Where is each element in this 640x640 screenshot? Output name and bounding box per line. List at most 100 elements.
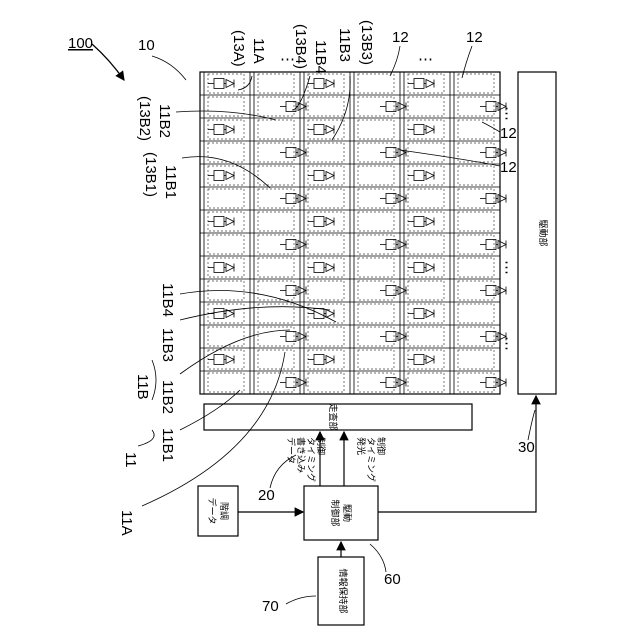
transistor-icon xyxy=(486,240,496,250)
right-dots-3: ⋯ xyxy=(498,336,515,351)
ref-11B1: 11B1 xyxy=(159,428,176,462)
led-icon xyxy=(426,310,434,318)
ref-11B3: 11B3 xyxy=(159,328,176,362)
subpixel-frame xyxy=(258,235,294,254)
figure-number-arrow xyxy=(92,44,124,80)
subpixel-frame xyxy=(458,166,494,185)
subpixel-frame xyxy=(408,373,444,392)
led-icon xyxy=(398,333,406,341)
transistor-icon xyxy=(414,309,424,319)
top-ellipsis-1: ⋯ xyxy=(280,51,295,68)
pixel-grid xyxy=(200,72,506,394)
subpixel-frame xyxy=(258,258,294,277)
transistor-icon xyxy=(214,125,224,135)
subpixel-frame xyxy=(458,350,494,369)
led-icon xyxy=(226,80,234,88)
ref-11B1-top: 11B1 xyxy=(162,165,179,199)
transistor-icon xyxy=(386,332,396,342)
led-icon xyxy=(298,287,306,295)
subpixel-frame xyxy=(308,235,344,254)
transistor-icon xyxy=(214,263,224,273)
drive-controller xyxy=(304,486,378,540)
led-icon xyxy=(398,287,406,295)
gradation-label-1: 階調 xyxy=(218,502,230,520)
transistor-icon xyxy=(414,79,424,89)
ref-11B2: 11B2 xyxy=(159,380,176,414)
transistor-icon xyxy=(414,171,424,181)
ref-13B1: (13B1) xyxy=(142,152,159,197)
subpixel-frame xyxy=(358,212,394,231)
subpixel-frame xyxy=(208,189,244,208)
led-icon xyxy=(326,264,334,272)
drive-controller-label-1: 駆動 xyxy=(341,504,352,522)
ref-12-top-2-leader xyxy=(462,46,472,78)
ref-11B1-leader xyxy=(180,390,240,430)
transistor-icon xyxy=(314,263,324,273)
transistor-icon xyxy=(386,148,396,158)
transistor-icon xyxy=(486,378,496,388)
controller-to-scan-drive xyxy=(378,396,536,512)
subpixel-frame xyxy=(258,212,294,231)
subpixel-frame xyxy=(408,97,444,116)
led-icon xyxy=(298,195,306,203)
led-icon xyxy=(298,379,306,387)
transistor-icon xyxy=(414,355,424,365)
drive-controller-label-2: 制御部 xyxy=(329,499,341,526)
transistor-icon xyxy=(414,125,424,135)
subpixel-frame xyxy=(358,143,394,162)
led-icon xyxy=(226,126,234,134)
led-icon xyxy=(298,333,306,341)
led-icon xyxy=(398,103,406,111)
subpixel-frame xyxy=(258,350,294,369)
led-icon xyxy=(498,195,506,203)
ref-11: 11 xyxy=(122,452,139,468)
transistor-icon xyxy=(286,148,296,158)
led-icon xyxy=(298,241,306,249)
subpixel-frame xyxy=(408,281,444,300)
subpixel-frame xyxy=(308,281,344,300)
transistor-icon xyxy=(414,263,424,273)
ref-60-leader xyxy=(370,544,386,572)
panel-leader xyxy=(152,56,186,80)
subpixel-frame xyxy=(408,189,444,208)
led-icon xyxy=(426,218,434,226)
led-icon xyxy=(498,287,506,295)
subpixel-frame xyxy=(358,350,394,369)
ref-12-right-1: 12 xyxy=(500,125,517,142)
subpixel-frame xyxy=(308,143,344,162)
ref-13B3-leader xyxy=(332,76,350,140)
subpixel-frame xyxy=(208,143,244,162)
subpixel-frame xyxy=(308,327,344,346)
subpixel-frame xyxy=(258,373,294,392)
subpixel-frame xyxy=(208,327,244,346)
led-icon xyxy=(326,80,334,88)
subpixel-frame xyxy=(358,304,394,323)
ref-12-right-1-leader xyxy=(482,122,500,132)
ref-11B: 11B xyxy=(134,374,151,400)
subpixel-frame xyxy=(358,281,394,300)
transistor-icon xyxy=(214,355,224,365)
emit-timing-label-3: 制御 xyxy=(375,437,387,455)
subpixel-frame xyxy=(308,97,344,116)
ref-11B2-top: 11B2 xyxy=(156,104,173,138)
top-ellipsis-2: ⋯ xyxy=(418,51,433,68)
figure-number: 100 xyxy=(68,35,93,52)
subpixel-frame xyxy=(458,373,494,392)
subpixel-frame xyxy=(458,304,494,323)
transistor-icon xyxy=(386,194,396,204)
transistor-icon xyxy=(286,240,296,250)
led-icon xyxy=(498,379,506,387)
subpixel-frame xyxy=(458,189,494,208)
subpixel-frame xyxy=(358,373,394,392)
led-icon xyxy=(426,80,434,88)
subpixel-frame xyxy=(358,235,394,254)
led-icon xyxy=(398,379,406,387)
subpixel-frame xyxy=(208,373,244,392)
data-drive-unit xyxy=(204,404,472,430)
subpixel-frame xyxy=(258,74,294,93)
info-holding-unit-label: 情報保持部 xyxy=(337,568,349,613)
ref-11A-top: 11A xyxy=(250,38,267,64)
ref-13B2: (13B2) xyxy=(136,96,153,141)
subpixel-frame xyxy=(358,327,394,346)
led-icon xyxy=(326,310,334,318)
